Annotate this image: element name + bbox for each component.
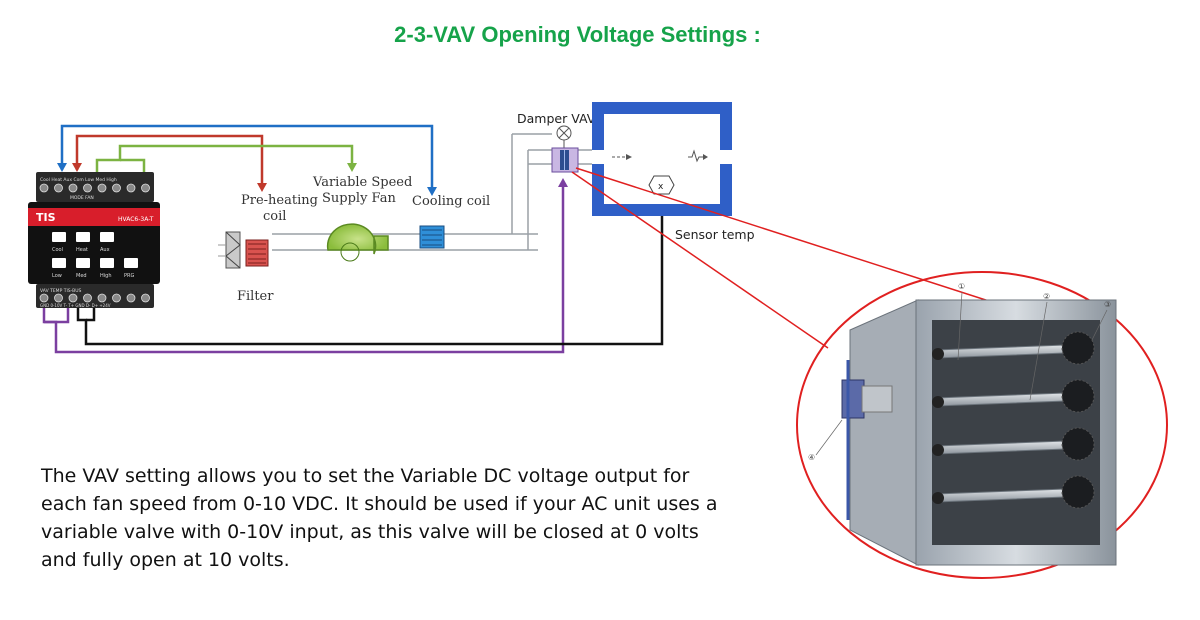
top-terminal-labels: Cool Heat Aux Com Low Med High <box>40 177 117 183</box>
damper-actuator-icon <box>556 125 572 148</box>
terminal-screw <box>68 293 78 303</box>
wire-heating <box>72 134 267 192</box>
controller-button <box>100 232 114 242</box>
terminal-screw <box>112 293 121 303</box>
callout-2: ② <box>1043 292 1050 301</box>
wire-fan <box>95 144 357 172</box>
bottom-terminal-labels: GND 0-10V T- T+ GND D- D+ +24V <box>40 303 111 308</box>
brand-label: TIS <box>36 211 56 224</box>
bottom-terminals <box>39 293 150 303</box>
page-title: 2-3-VAV Opening Voltage Settings : <box>394 22 761 47</box>
blade-pivot <box>932 492 944 504</box>
wire-vav-purple <box>42 178 568 354</box>
controller-button <box>100 258 114 268</box>
callout-markers: ① ② ③ ④ <box>808 282 1111 462</box>
magnifier-circle <box>796 271 1168 579</box>
terminal-screw <box>97 293 107 303</box>
supply-fan <box>326 223 389 262</box>
controller-button-label: Aux <box>100 247 110 253</box>
controller-button <box>76 258 90 268</box>
terminal-screw <box>83 183 92 193</box>
button-row-fan: Low Med High PRG <box>52 258 138 279</box>
room-duct-frame <box>592 102 732 216</box>
cooling-coil-label: Cooling coil <box>412 194 490 209</box>
temperature-sensor-icon: x <box>648 175 675 195</box>
filter <box>218 231 241 269</box>
supply-fan-label-1: Variable Speed <box>312 175 412 190</box>
bottom-group-labels: VAV TEMP TIS-BUS <box>40 288 81 294</box>
supply-fan-label-2: Supply Fan <box>322 191 396 206</box>
wire-cooling <box>57 124 437 196</box>
blade-gear <box>1061 475 1095 509</box>
blade-gear <box>1061 331 1095 365</box>
controller-button-label: Med <box>76 273 87 279</box>
controller-button-label: Cool <box>52 247 63 253</box>
controller-button <box>52 258 66 268</box>
callout-3: ③ <box>1104 300 1111 309</box>
cooling-coil <box>419 225 445 249</box>
pre-heating-label-2: coil <box>263 209 286 224</box>
terminal-screw <box>126 293 136 303</box>
pre-heating-label-1: Pre-heating <box>241 193 318 208</box>
controller-button <box>76 232 90 242</box>
damper-vav-label: Damper VAV <box>517 111 596 126</box>
controller-button-label: Heat <box>76 247 88 253</box>
top-group-labels: MODE FAN <box>70 195 94 201</box>
controller-button-label: High <box>100 273 112 279</box>
controller-button-label: PRG <box>124 273 134 279</box>
description-text: The VAV setting allows you to set the Va… <box>41 465 718 571</box>
hvac-controller: TIS HVAC6-3A-T Cool Heat Aux Com Low Med… <box>28 172 160 308</box>
controller-button <box>124 258 138 268</box>
blade-gear <box>1061 379 1095 413</box>
blade-pivot <box>932 348 944 360</box>
terminal-screw <box>112 183 121 193</box>
model-label: HVAC6-3A-T <box>118 216 154 223</box>
blade-pivot <box>932 396 944 408</box>
terminal-screw <box>54 183 63 193</box>
terminal-screw <box>141 293 150 303</box>
blade-gear <box>1061 427 1095 461</box>
callout-1: ① <box>958 282 965 291</box>
terminal-screw <box>126 183 136 193</box>
sensor-temp-label: Sensor temp <box>675 227 755 242</box>
damper-vav <box>551 147 579 173</box>
terminal-screw <box>39 183 49 193</box>
callout-4: ④ <box>808 453 815 462</box>
controller-button-label: Low <box>52 273 62 279</box>
button-row-mode: Cool Heat Aux <box>52 232 114 253</box>
terminal-screw <box>54 293 63 303</box>
terminal-screw <box>97 183 107 193</box>
controller-button <box>52 232 66 242</box>
terminal-screw <box>141 183 150 193</box>
pre-heating-coil <box>245 239 269 267</box>
svg-text:x: x <box>658 182 664 192</box>
terminal-screw <box>83 293 92 303</box>
terminal-screw <box>39 293 49 303</box>
duct <box>272 133 600 251</box>
filter-label: Filter <box>237 289 274 304</box>
top-terminals <box>39 183 150 193</box>
blade-pivot <box>932 444 944 456</box>
wire-temp-black <box>76 192 667 346</box>
terminal-screw <box>68 183 78 193</box>
damper-detail-image <box>841 299 1117 566</box>
